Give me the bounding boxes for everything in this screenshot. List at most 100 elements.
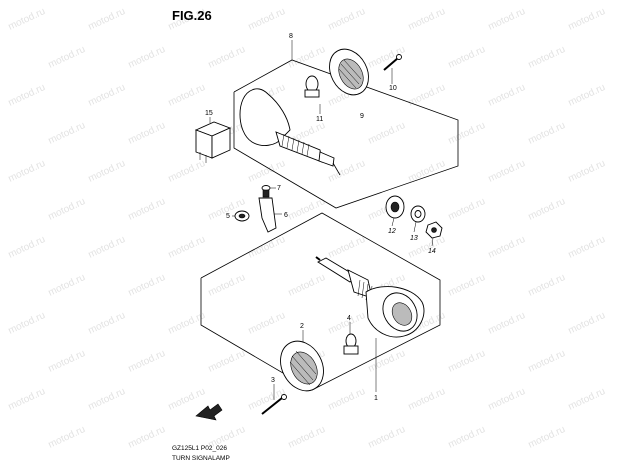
watermark-text: motod.ru — [327, 386, 367, 413]
watermark-text: motod.ru — [287, 272, 327, 299]
watermark-text: motod.ru — [7, 310, 47, 337]
front-direction-arrow-icon — [195, 403, 223, 421]
flasher-relay — [194, 117, 232, 163]
watermark-text: motod.ru — [367, 424, 407, 451]
watermark-text: motod.ru — [47, 348, 87, 375]
watermark-text: motod.ru — [247, 310, 287, 337]
watermark-text: motod.ru — [407, 386, 447, 413]
watermark-text: motod.ru — [247, 234, 287, 261]
watermark-text: motod.ru — [567, 6, 607, 33]
watermark-text: motod.ru — [127, 424, 167, 451]
watermark-text: motod.ru — [407, 158, 447, 185]
watermark-text: motod.ru — [87, 234, 127, 261]
watermark-text: motod.ru — [567, 234, 607, 261]
watermark-text: motod.ru — [127, 120, 167, 147]
lower-lamp-housing — [315, 256, 425, 392]
upper-lamp-housing — [239, 88, 341, 176]
watermark-text: motod.ru — [7, 234, 47, 261]
upper-stem-ribs — [281, 133, 310, 157]
watermark-text: motod.ru — [527, 424, 567, 451]
watermark-text: motod.ru — [47, 120, 87, 147]
mounting-bracket — [258, 185, 282, 233]
watermark-text: motod.ru — [167, 386, 207, 413]
callout-3: 3 — [271, 377, 275, 384]
watermark-text: motod.ru — [367, 120, 407, 147]
watermark-text: motod.ru — [127, 196, 167, 223]
lower-assembly-frame — [200, 212, 441, 391]
callout-11: 11 — [316, 116, 323, 123]
watermark-text: motod.ru — [47, 424, 87, 451]
callout-13: 13 — [410, 235, 418, 242]
watermark-text: motod.ru — [47, 44, 87, 71]
watermark-text: motod.ru — [87, 6, 127, 33]
watermark-text: motod.ru — [447, 272, 487, 299]
caption-figure-name: TURN SIGNALAMP — [172, 455, 230, 462]
watermark-text: motod.ru — [207, 44, 247, 71]
watermark-text: motod.ru — [247, 6, 287, 33]
callout-9: 9 — [360, 113, 364, 120]
callout-labels: 8 10 11 9 15 7 5 6 12 13 14 2 4 3 1 — [205, 33, 436, 402]
watermark-text: motod.ru — [7, 6, 47, 33]
watermark-text: motod.ru — [7, 158, 47, 185]
watermark-text: motod.ru — [447, 196, 487, 223]
watermark-text: motod.ru — [167, 234, 207, 261]
upper-lens — [329, 48, 369, 96]
watermark-text: motod.ru — [327, 6, 367, 33]
caption-model-code: GZ125L1 P02_026 — [172, 445, 227, 452]
watermark-text: motod.ru — [287, 196, 327, 223]
watermark-text: motod.ru — [447, 44, 487, 71]
lower-lens-screw — [261, 384, 287, 415]
callout-2: 2 — [300, 323, 304, 330]
watermark-text: motod.ru — [487, 310, 527, 337]
watermark-text: motod.ru — [527, 272, 567, 299]
watermark-text: motod.ru — [527, 348, 567, 375]
watermark-text: motod.ru — [447, 424, 487, 451]
rubber-grommet-5 — [232, 210, 250, 222]
upper-bulb — [304, 75, 321, 114]
callout-10: 10 — [389, 85, 397, 92]
watermark-text: motod.ru — [567, 82, 607, 109]
watermark-text: motod.ru — [287, 424, 327, 451]
watermark-text: motod.ru — [487, 386, 527, 413]
watermark-text: motod.ru — [7, 386, 47, 413]
watermark-text: motod.ru — [407, 82, 447, 109]
upper-lens-screw — [383, 54, 402, 84]
watermark-text: motod.ru — [127, 44, 167, 71]
watermark-text: motod.ru — [487, 234, 527, 261]
watermark-text: motod.ru — [567, 386, 607, 413]
watermark-text: motod.ru — [87, 82, 127, 109]
figure-title: FIG.26 — [172, 8, 212, 23]
watermark-text: motod.ru — [567, 158, 607, 185]
watermark-text: motod.ru — [167, 158, 207, 185]
watermark-text: motod.ru — [327, 234, 367, 261]
watermark-text: motod.ru — [87, 386, 127, 413]
watermark-text: motod.ru — [47, 196, 87, 223]
watermark-text: motod.ru — [287, 44, 327, 71]
callout-6: 6 — [284, 212, 288, 219]
watermark-text: motod.ru — [447, 348, 487, 375]
watermark-text: motod.ru — [527, 44, 567, 71]
watermark-text: motod.ru — [487, 6, 527, 33]
watermark-text: motod.ru — [127, 272, 167, 299]
callout-15: 15 — [205, 110, 213, 117]
lower-bulb — [343, 322, 359, 355]
hardware-group — [385, 195, 443, 247]
watermark-text: motod.ru — [527, 196, 567, 223]
watermark-text: motod.ru — [567, 310, 607, 337]
lower-lens — [280, 330, 324, 392]
watermark-text: motod.ru — [207, 348, 247, 375]
watermark-text: motod.ru — [487, 82, 527, 109]
callout-8: 8 — [289, 33, 293, 40]
watermark-text: motod.ru — [87, 158, 127, 185]
callout-12: 12 — [388, 228, 396, 235]
callout-5: 5 — [226, 213, 230, 220]
watermark-text: motod.ru — [247, 158, 287, 185]
watermark-text: motod.ru — [527, 120, 567, 147]
watermark-text: motod.ru — [127, 348, 167, 375]
upper-assembly-frame — [233, 40, 459, 209]
watermark-text: motod.ru — [447, 120, 487, 147]
watermark-text: motod.ru — [87, 310, 127, 337]
callout-4: 4 — [347, 315, 351, 322]
callout-1: 1 — [374, 395, 378, 402]
